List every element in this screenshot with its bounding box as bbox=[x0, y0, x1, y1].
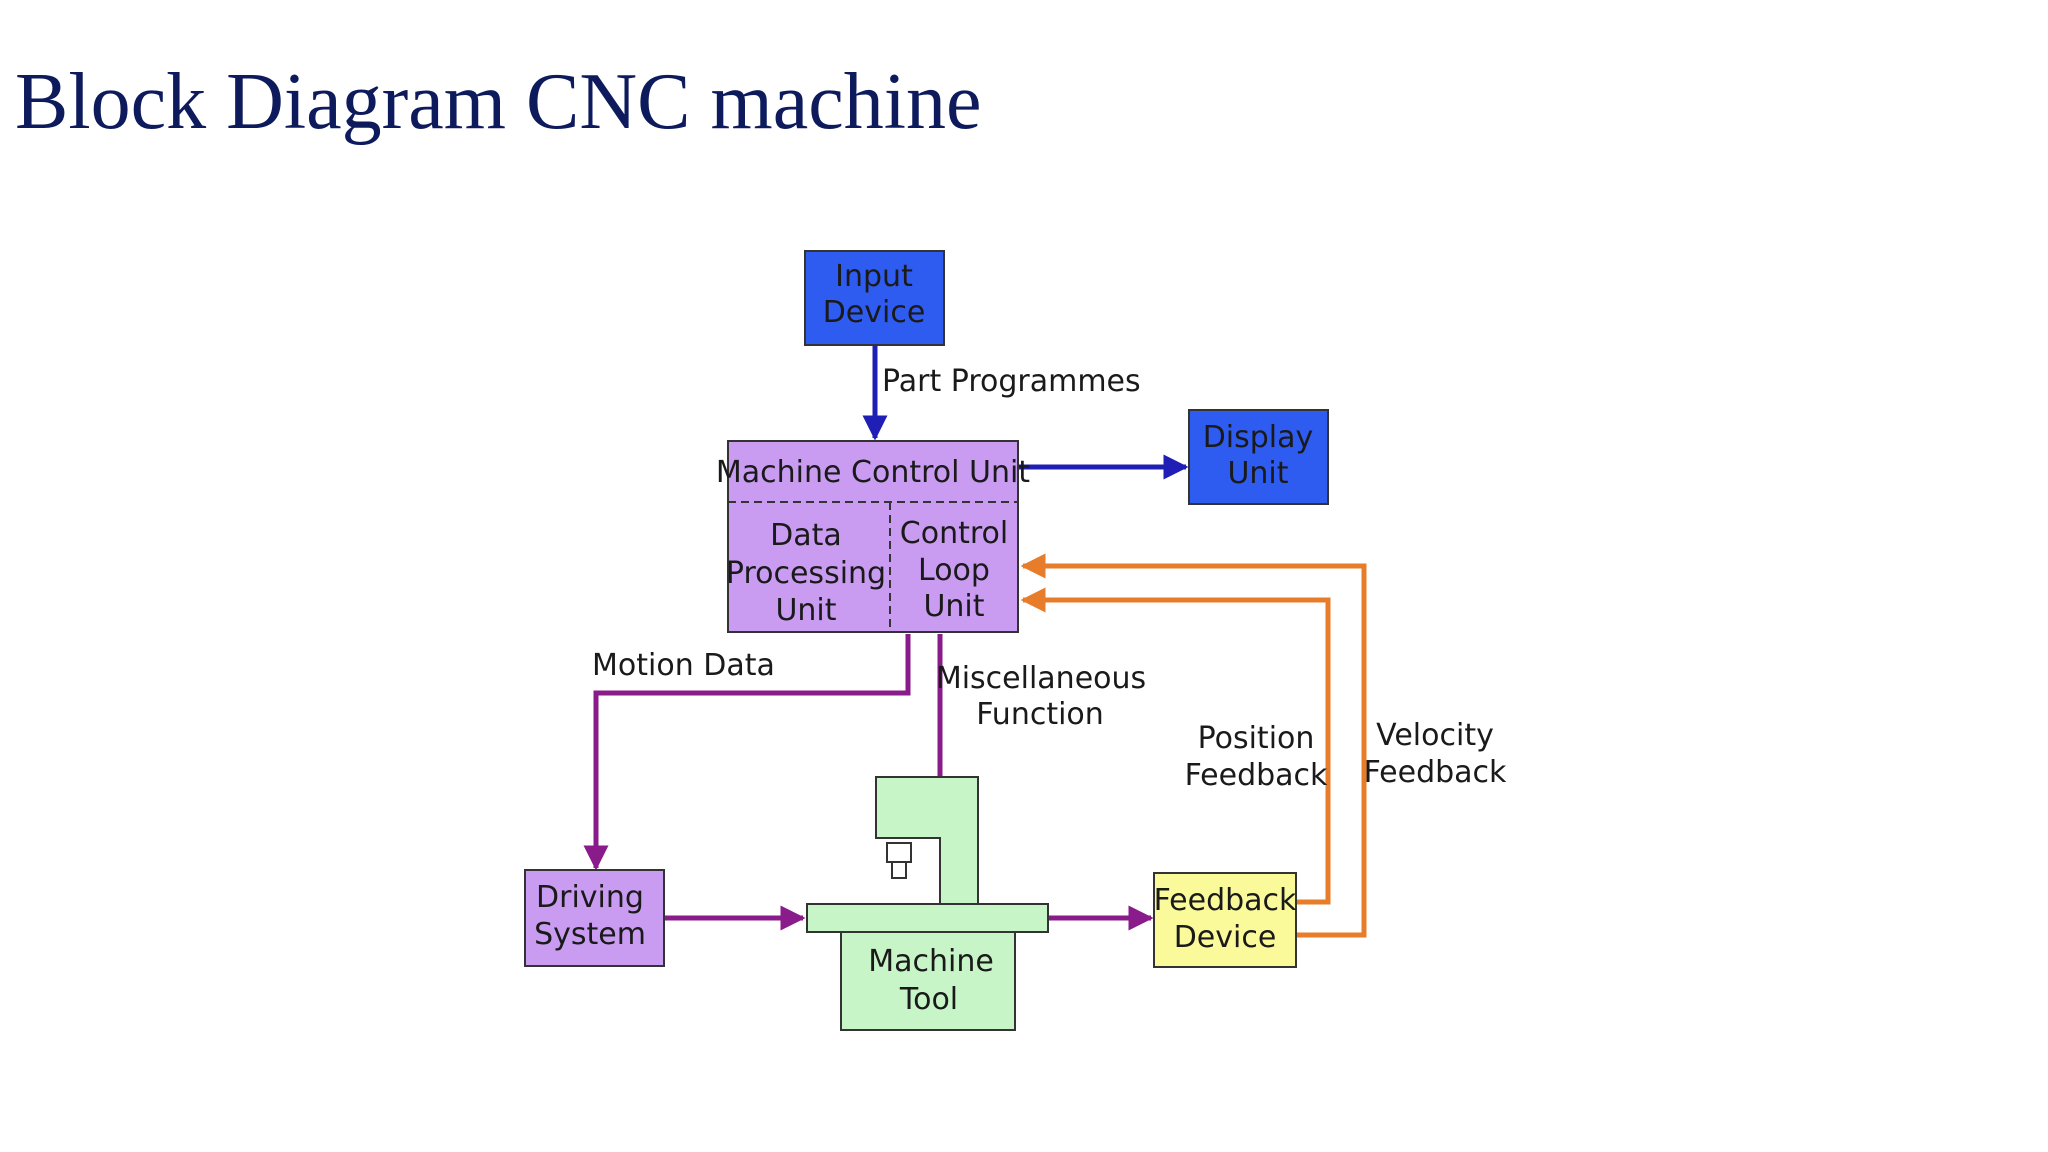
cutting-tool-icon bbox=[891, 861, 907, 879]
feedback-device-line-2: Device bbox=[1174, 920, 1277, 955]
label-miscellaneous-line-1: Miscellaneous bbox=[936, 661, 1146, 696]
feedback-device-line-1: Feedback bbox=[1154, 883, 1297, 918]
label-motion-data: Motion Data bbox=[592, 648, 775, 683]
display-unit-block: Display Unit bbox=[1188, 409, 1329, 505]
arrow-motion-data bbox=[583, 634, 911, 871]
machine-control-unit-block: Machine Control Unit Data Processing Uni… bbox=[716, 440, 1030, 633]
label-velocity-feedback-line-1: Velocity bbox=[1376, 718, 1494, 753]
machine-tool-line-2: Tool bbox=[899, 982, 958, 1017]
page-title: Block Diagram CNC machine bbox=[15, 58, 982, 146]
display-unit-line-2: Unit bbox=[1227, 456, 1288, 491]
machine-tool-block: Machine Tool bbox=[806, 776, 1049, 1031]
driving-system-block: Driving System bbox=[524, 869, 665, 967]
label-velocity-feedback-line-2: Feedback bbox=[1364, 755, 1507, 790]
driving-system-line-1: Driving bbox=[536, 880, 644, 915]
machine-tool-line-1: Machine bbox=[868, 944, 994, 979]
control-loop-line-2: Loop bbox=[918, 553, 990, 588]
data-processing-unit: Data Processing Unit bbox=[726, 518, 886, 628]
feedback-device-block: Feedback Device bbox=[1153, 872, 1297, 968]
label-part-programmes: Part Programmes bbox=[882, 364, 1141, 399]
arrow-velocity-feedback bbox=[1020, 553, 1367, 938]
machine-table bbox=[806, 903, 1049, 933]
display-unit-line-1: Display bbox=[1203, 420, 1314, 455]
spindle-icon bbox=[886, 842, 912, 863]
driving-system-line-2: System bbox=[534, 917, 646, 952]
input-device-line-2: Device bbox=[823, 295, 926, 330]
control-loop-line-3: Unit bbox=[923, 589, 984, 624]
data-processing-line-3: Unit bbox=[775, 593, 836, 628]
control-loop-unit: Control Loop Unit bbox=[900, 516, 1008, 624]
machine-control-unit-label: Machine Control Unit bbox=[716, 455, 1030, 490]
input-device-line-1: Input bbox=[835, 259, 913, 294]
arrow-position-feedback bbox=[1020, 587, 1331, 905]
data-processing-line-1: Data bbox=[770, 518, 842, 553]
label-miscellaneous-line-2: Function bbox=[976, 697, 1104, 732]
input-device-block: Input Device bbox=[804, 250, 945, 346]
label-position-feedback-line-2: Feedback bbox=[1185, 758, 1328, 793]
data-processing-line-2: Processing bbox=[726, 556, 886, 591]
control-loop-line-1: Control bbox=[900, 516, 1008, 551]
label-position-feedback-line-1: Position bbox=[1198, 721, 1315, 756]
